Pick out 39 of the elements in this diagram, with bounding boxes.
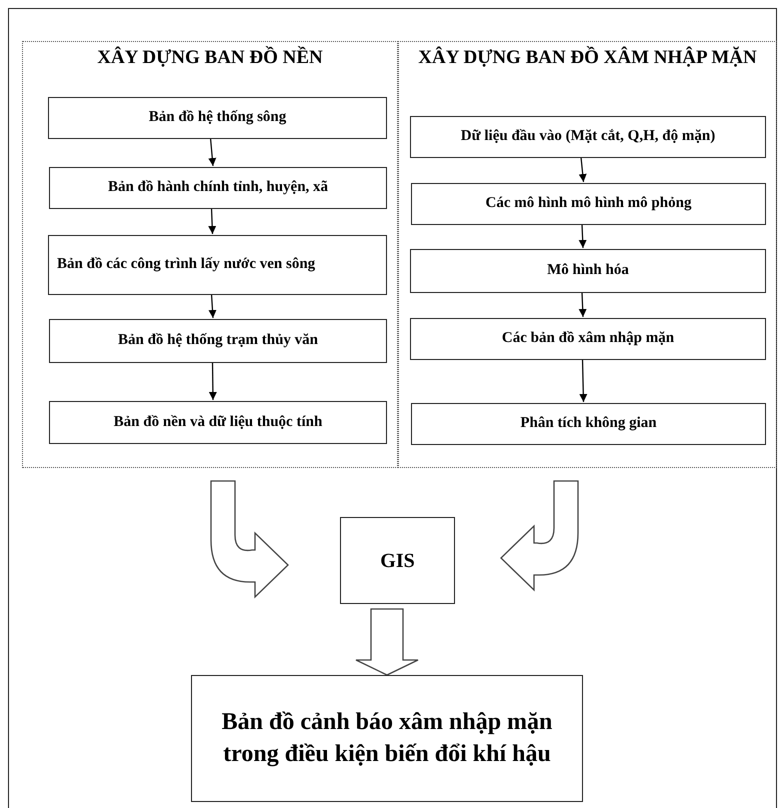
process-box — [410, 249, 766, 293]
box-label: Bản đồ nền và dữ liệu thuộc tính — [114, 412, 322, 432]
arrow — [208, 362, 217, 400]
box-label: Các bản đồ xâm nhập mặn — [502, 329, 674, 348]
box-label: Phân tích không gian — [520, 414, 657, 434]
arrow — [578, 292, 587, 318]
box-label: Mô hình hóa — [547, 261, 629, 280]
process-box — [411, 403, 766, 445]
box-label: Các mô hình mô hình mô phỏng — [486, 194, 692, 214]
box-label: Bản đồ hệ thống sông — [148, 108, 286, 128]
box-label: Bản đồ cảnh báo xâm nhập mặn trong điều kiện biến đổi khí hậu — [220, 708, 554, 768]
group-panel — [398, 41, 777, 468]
process-box — [191, 675, 583, 802]
arrow — [578, 224, 587, 248]
arrow — [208, 294, 216, 318]
box-label: Bản đồ hành chính tỉnh, huyện, xã — [108, 178, 328, 198]
arrow — [208, 208, 216, 234]
group-panel — [22, 41, 398, 468]
box-label: Bản đồ hệ thống trạm thủy văn — [118, 331, 318, 350]
process-box — [411, 183, 766, 225]
process-box — [410, 116, 766, 158]
process-box — [49, 401, 387, 444]
process-box — [340, 517, 455, 604]
box-label: Bản đồ các công trình lấy nước ven sông — [57, 255, 316, 274]
box-label: Dữ liệu đầu vào (Mặt cắt, Q,H, độ mặn) — [460, 127, 716, 146]
panel-heading: XÂY DỰNG BAN ĐỒ XÂM NHẬP MẶN — [417, 45, 758, 70]
process-box — [48, 235, 387, 295]
block-arrow — [500, 480, 579, 591]
process-box — [48, 97, 387, 139]
arrow — [578, 156, 587, 182]
process-box — [49, 167, 387, 209]
panel-heading: XÂY DỰNG BAN ĐỒ NỀN — [96, 45, 324, 70]
block-arrow — [210, 480, 289, 598]
arrow — [208, 138, 216, 166]
arrow — [579, 358, 588, 402]
box-label: GIS — [380, 548, 415, 574]
block-arrow — [355, 608, 419, 676]
process-box — [410, 318, 766, 360]
process-box — [49, 319, 387, 363]
